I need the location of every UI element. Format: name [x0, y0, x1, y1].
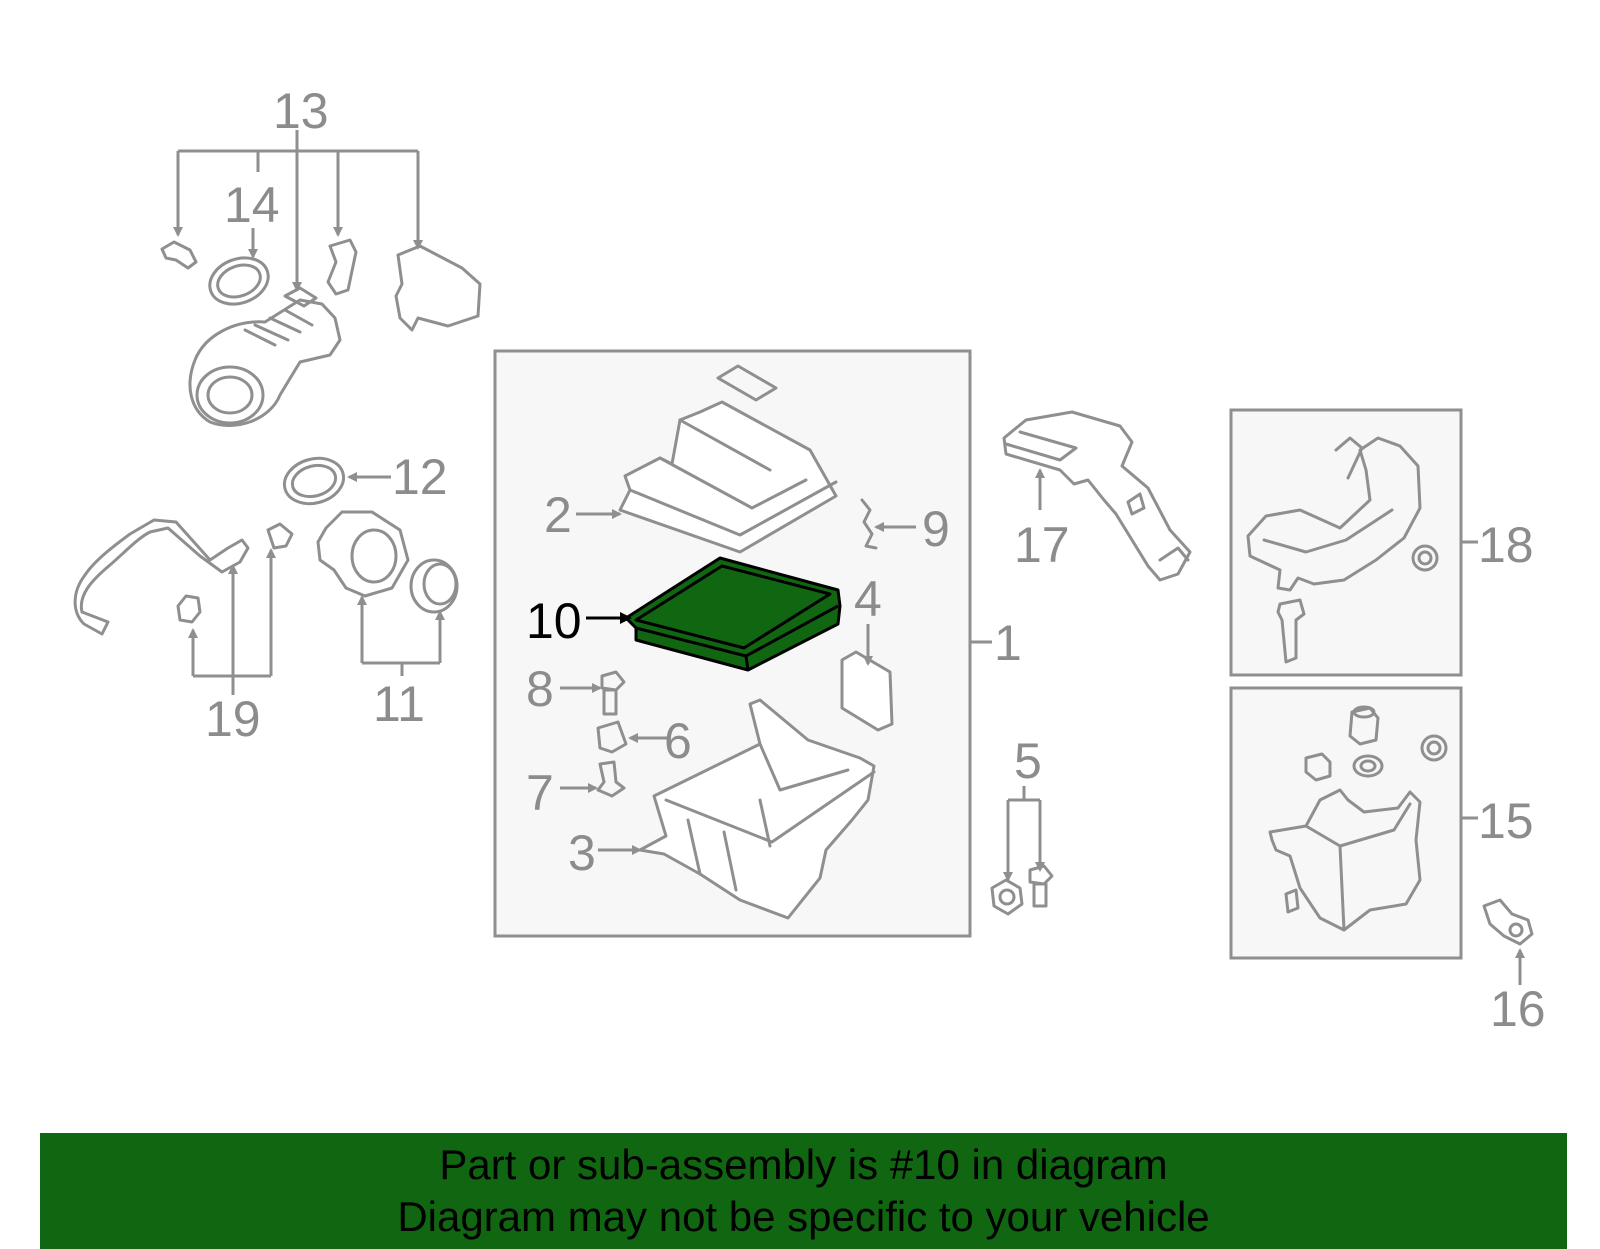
callout-18: 18 [1478, 517, 1534, 573]
part-10-air-filter [586, 556, 842, 672]
callout-8: 8 [526, 661, 554, 717]
part-group-11-12-19 [73, 456, 459, 695]
callout-16: 16 [1490, 981, 1546, 1037]
part-group-16 [1482, 898, 1534, 985]
callout-13: 13 [273, 83, 329, 139]
part-group-17-5 [990, 410, 1192, 916]
callout-5: 5 [1014, 733, 1042, 789]
callout-2: 2 [544, 487, 572, 543]
assembly-box-15 [1229, 686, 1463, 960]
part-group-15 [1268, 705, 1478, 932]
callout-3: 3 [568, 825, 596, 881]
assembly-box-18 [1229, 408, 1463, 677]
part-group-18 [1246, 436, 1478, 664]
callout-11: 11 [373, 676, 425, 732]
callout-19: 19 [205, 691, 261, 747]
callout-6: 6 [664, 713, 692, 769]
callout-15: 15 [1478, 793, 1534, 849]
callout-1: 1 [994, 615, 1022, 671]
callout-17: 17 [1014, 517, 1070, 573]
part-group-13 [160, 130, 482, 427]
footer-line-1: Part or sub-assembly is #10 in diagram [439, 1141, 1168, 1188]
callout-14: 14 [224, 177, 280, 233]
callout-7: 7 [526, 765, 554, 821]
footer-banner: Part or sub-assembly is #10 in diagram D… [40, 1133, 1567, 1249]
footer-line-2: Diagram may not be specific to your vehi… [397, 1193, 1210, 1240]
callout-9: 9 [922, 501, 950, 557]
callout-12: 12 [392, 449, 448, 505]
part-group-airbox [560, 364, 992, 920]
callout-10: 10 [526, 593, 582, 649]
callout-4: 4 [854, 571, 882, 627]
